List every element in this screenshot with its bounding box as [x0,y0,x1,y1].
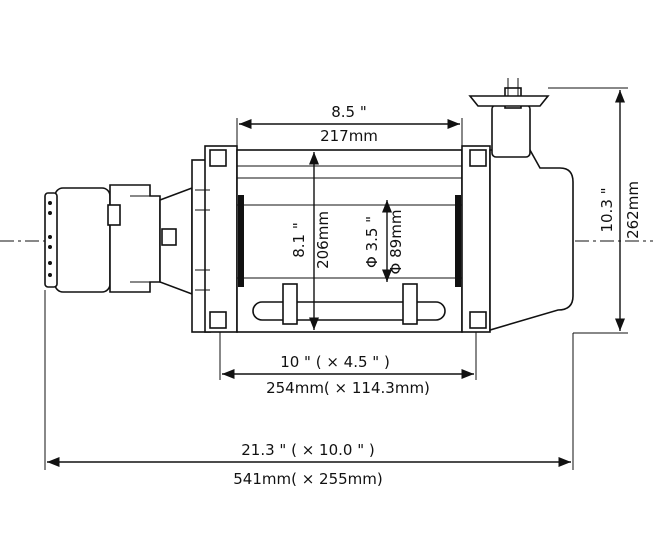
mount-mm: 254mm( × 114.3mm) [266,379,430,397]
overall-mm: 541mm( × 255mm) [233,470,383,488]
hydraulic-motor [44,184,193,296]
drum [236,149,463,333]
drum-dia-mm: Φ 89mm [387,210,405,275]
left-end-plate [191,145,238,333]
drum-dia-in: Φ 3.5 " [363,216,381,268]
flange-dia-in: 8.1 " [290,222,308,258]
overall-in: 21.3 " ( × 10.0 " ) [241,441,374,459]
height-in: 10.3 " [598,187,616,232]
drum-length-mm: 217mm [320,127,378,145]
mount-in: 10 " ( × 4.5 " ) [280,353,390,371]
drum-length-in: 8.5 " [331,103,367,121]
flange-dia-mm: 206mm [314,211,332,269]
right-gearbox [461,78,574,333]
height-mm: 262mm [624,181,642,239]
